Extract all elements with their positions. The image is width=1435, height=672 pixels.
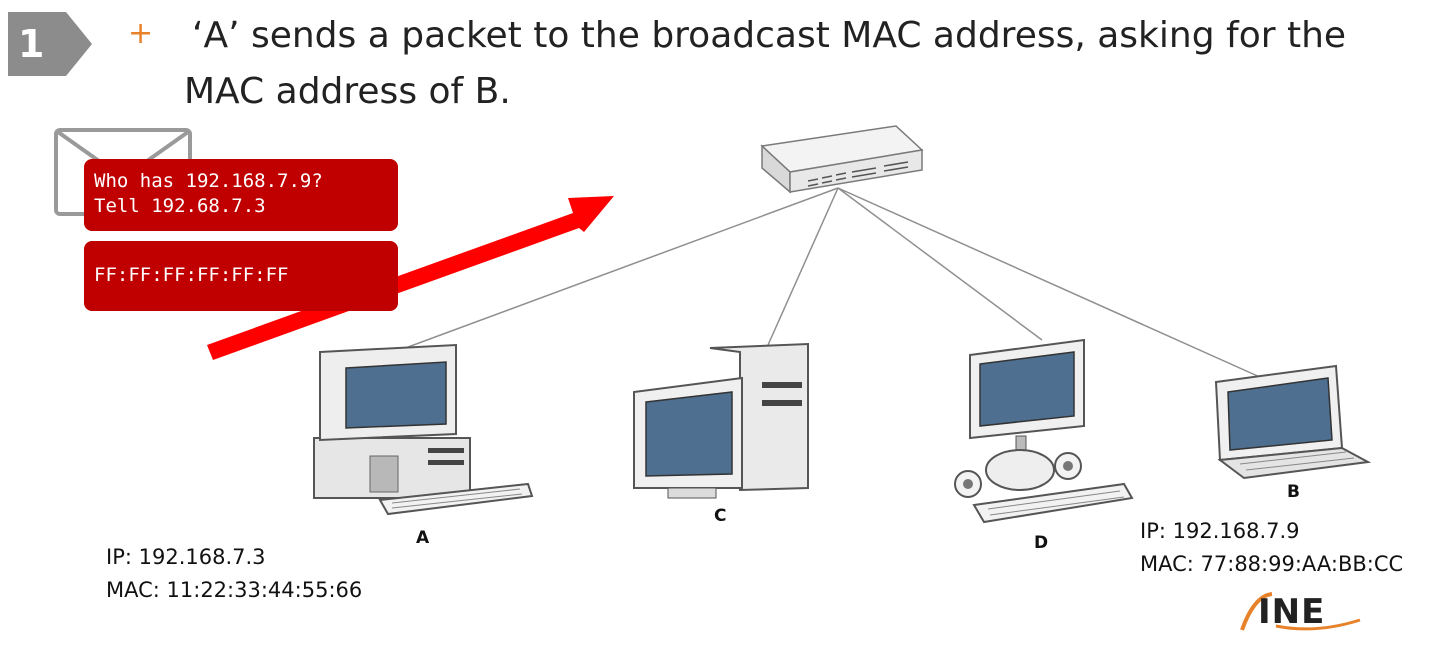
imac-computer-icon-d — [954, 338, 1134, 524]
device-a-mac: MAC: 11:22:33:44:55:66 — [106, 578, 363, 602]
desktop-computer-icon-a — [313, 343, 534, 516]
step-number: 1 — [18, 22, 45, 66]
arp-query-line-1: Who has 192.168.7.9? — [94, 170, 323, 192]
broadcast-mac-box: FF:FF:FF:FF:FF:FF — [84, 241, 398, 311]
device-b-mac: MAC: 77:88:99:AA:BB:CC — [1140, 552, 1404, 576]
laptop-icon-b — [1214, 364, 1372, 480]
step-badge — [8, 12, 92, 76]
network-switch-icon — [760, 125, 924, 194]
bullet-plus: + — [128, 16, 154, 51]
device-label-c: C — [714, 506, 727, 526]
headline-text: ‘A’ sends a packet to the broadcast MAC … — [184, 15, 1347, 112]
device-a-info: IP: 192.168.7.3 MAC: 11:22:33:44:55:66 — [106, 541, 362, 607]
device-b-ip: IP: 192.168.7.9 — [1140, 519, 1300, 543]
logo-text: INE — [1258, 592, 1326, 632]
device-label-d: D — [1034, 533, 1049, 553]
device-a-ip: IP: 192.168.7.3 — [106, 545, 266, 569]
ine-logo: INE — [1236, 590, 1366, 634]
device-label-b: B — [1287, 482, 1300, 502]
connection-lines — [399, 187, 1263, 379]
device-b-info: IP: 192.168.7.9 MAC: 77:88:99:AA:BB:CC — [1140, 515, 1403, 581]
arp-query-line-2: Tell 192.68.7.3 — [94, 195, 266, 217]
logo-swoosh-icon — [1240, 592, 1361, 631]
arrow-icon — [207, 196, 614, 360]
arp-query-box: Who has 192.168.7.9? Tell 192.68.7.3 — [84, 159, 398, 231]
device-label-a: A — [416, 528, 430, 548]
tower-computer-icon-c — [633, 342, 809, 499]
